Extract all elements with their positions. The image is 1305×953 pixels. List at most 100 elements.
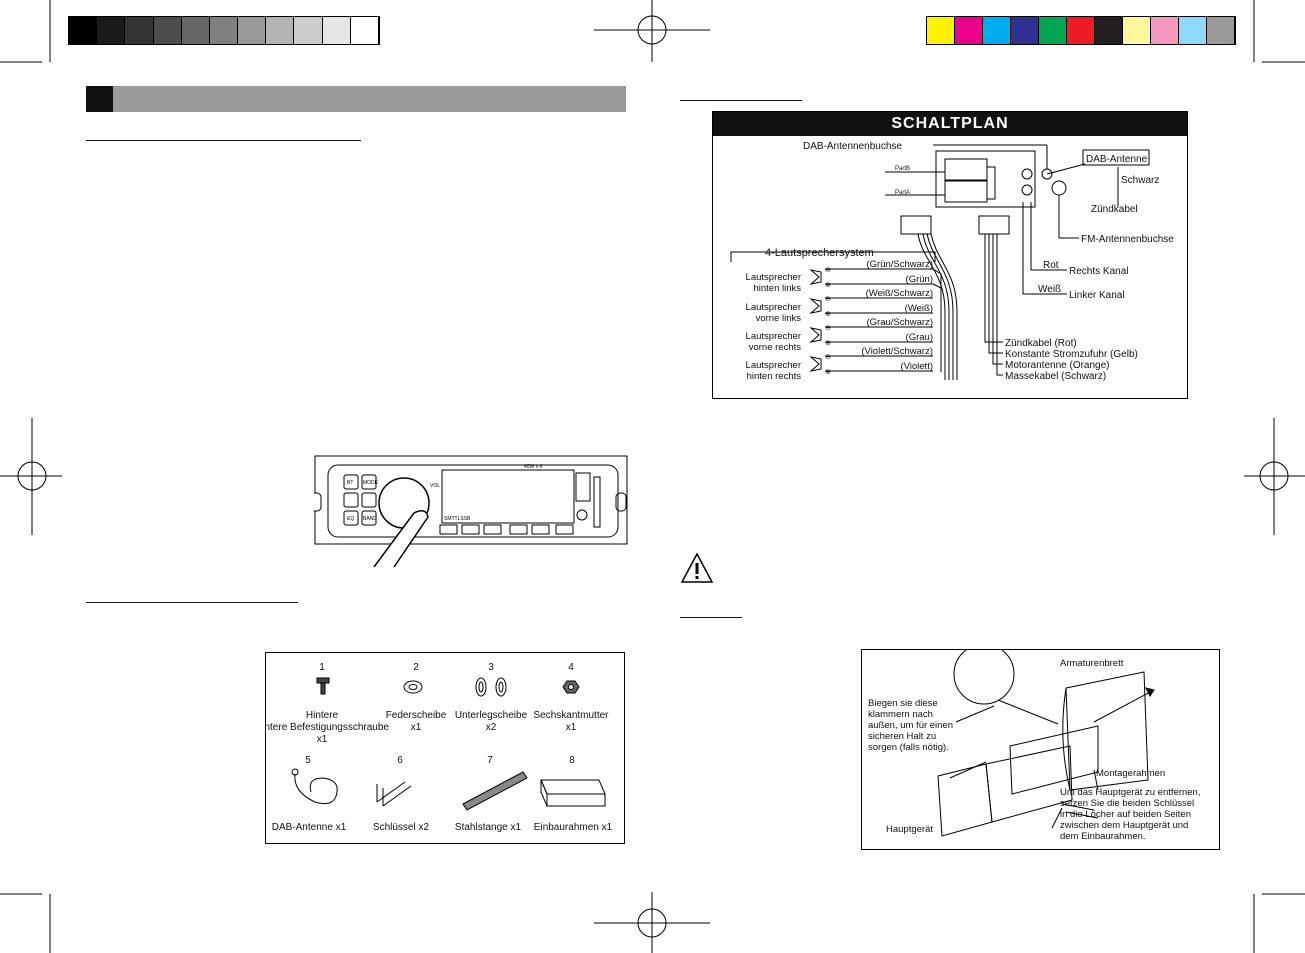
vol-label: VOL [430, 483, 440, 489]
acc-name-7: Stahlstange [455, 822, 508, 833]
right-channel-label: Rechts Kanal [1069, 266, 1128, 277]
speaker-1-line1: Lautsprecher [746, 272, 801, 283]
acc-qty-6: x2 [419, 822, 430, 833]
acc-num-6: 6 [397, 755, 403, 766]
registration-target-left [0, 418, 62, 535]
installation-diagram: Armaturenbrett Biegen sie diese klammern… [861, 649, 1220, 850]
bend-line-3: außen, um für einen [868, 720, 953, 731]
accessories-panel: 1 2 3 4 Hintere Hintere Befestigungsschr… [265, 652, 625, 844]
red-label: Rot [1043, 260, 1059, 271]
speaker-3-pos: (Grau) [906, 332, 933, 343]
faceplate-illustration: BT MODE EQ BAND VOL 40W x 4 SMTTLSSB [314, 455, 628, 567]
dab-antenna-icon [291, 768, 338, 805]
acc-qty-3: x2 [486, 722, 497, 733]
color-swatch [294, 17, 323, 44]
dashboard-label: Armaturenbrett [1060, 658, 1124, 669]
acc-num-2: 2 [413, 662, 419, 673]
acc-name-3: Unterlegscheibe [455, 710, 528, 721]
ignition-label: Zündkabel [1091, 204, 1138, 215]
acc-name-6: Schlüssel [373, 822, 416, 833]
direction-arrow [1093, 689, 1155, 723]
speaker-system-label: 4-Lautsprechersystem [765, 247, 874, 259]
clip-detail-circle [953, 650, 1015, 705]
speaker-1-line2: hinten links [753, 283, 801, 294]
section-header-bar [86, 86, 626, 112]
card-slot [593, 476, 601, 528]
svg-text:⊕: ⊕ [825, 340, 831, 347]
dashboard-panel [1065, 671, 1149, 791]
color-swatch [181, 17, 210, 44]
hex-nut-icon [562, 680, 580, 694]
fm-antenna-socket [1051, 180, 1067, 196]
speaker-4-line1: Lautsprecher [746, 360, 801, 371]
band-label: BAND [363, 516, 377, 522]
wire-motor-antenna: Motorantenne (Orange) [1005, 360, 1110, 371]
usb-port [575, 472, 591, 502]
speaker-2-pos: (Weiß) [905, 303, 933, 314]
color-swatch [1095, 17, 1123, 44]
subheading-rule-2 [86, 602, 298, 603]
color-swatch [266, 17, 295, 44]
svg-text:⊕: ⊕ [825, 311, 831, 318]
acc-qty-4: x1 [566, 722, 577, 733]
black-label: Schwarz [1121, 175, 1159, 186]
speaker-3-neg: (Grau/Schwarz) [866, 317, 933, 328]
speaker-4-line2: hinten rechts [747, 371, 802, 382]
lcd-display [441, 469, 575, 524]
flat-washer-icon [475, 677, 507, 697]
white-label: Weiß [1038, 284, 1061, 295]
color-swatch [1123, 17, 1151, 44]
remove-line-3: in die Löcher auf beiden Seiten [1060, 809, 1191, 820]
color-swatch [125, 17, 154, 44]
acc-qty-5: x1 [336, 822, 347, 833]
mode-label: MODE [363, 480, 379, 486]
acc-num-8: 8 [569, 755, 575, 766]
speaker-4-pos: (Violett) [900, 361, 933, 372]
svg-text:Einbaurahmen x1: Einbaurahmen x1 [534, 822, 613, 833]
subheading-rule-3 [680, 100, 802, 101]
color-swatch [1179, 17, 1207, 44]
color-swatch [1039, 17, 1067, 44]
subheading-rule-1 [86, 140, 361, 141]
color-swatch [238, 17, 267, 44]
dab-antenna-label: DAB-Antenne [1086, 154, 1148, 165]
head-unit-label: Hauptgerät [886, 824, 933, 835]
svg-text:Stahlstange x1: Stahlstange x1 [455, 822, 522, 833]
acc-name-2: Federscheibe [386, 710, 447, 721]
svg-text:⊕: ⊕ [825, 282, 831, 289]
color-swatch [350, 17, 379, 44]
speaker-wires [825, 268, 942, 372]
rear-connector-block [935, 150, 1036, 208]
color-swatch [153, 17, 182, 44]
registration-target-right [1244, 418, 1305, 535]
color-swatch [983, 17, 1011, 44]
registration-target-top [594, 0, 710, 62]
remove-line-1: Um das Hauptgerät zu entfernen, [1060, 787, 1200, 798]
acc-qty-8: x1 [602, 822, 613, 833]
acc-num-7: 7 [487, 755, 493, 766]
acc-num-4: 4 [568, 662, 574, 673]
color-swatch [1151, 17, 1179, 44]
partb-label: PartB [895, 166, 910, 172]
bend-line-4: sicheren Halt zu [868, 731, 936, 742]
color-swatch [209, 17, 239, 44]
acc-name-5: DAB-Antenne [272, 822, 334, 833]
bend-line-2: klammern nach [868, 709, 933, 720]
screw-icon [316, 677, 330, 695]
process-color-calibration-bar [926, 16, 1236, 45]
head-unit-front [937, 763, 993, 837]
wire-constant-power: Konstante Stromzufuhr (Gelb) [1005, 349, 1138, 360]
acc-num-3: 3 [488, 662, 494, 673]
registration-target-bottom [594, 892, 710, 953]
head-unit-body [985, 745, 1073, 823]
dab-socket [1021, 168, 1033, 180]
acc-name-1a: Hintere [306, 710, 339, 721]
speaker-icons [809, 269, 822, 372]
color-swatch [955, 17, 983, 44]
color-swatch [97, 17, 126, 44]
acc-qty-1: x1 [317, 734, 328, 745]
parta-label: PartA [895, 190, 910, 196]
speaker-1-pos: (Grün) [906, 274, 933, 285]
steel-strap-icon [462, 771, 528, 811]
remove-line-2: setzen Sie die beiden Schlüssel [1060, 798, 1194, 809]
